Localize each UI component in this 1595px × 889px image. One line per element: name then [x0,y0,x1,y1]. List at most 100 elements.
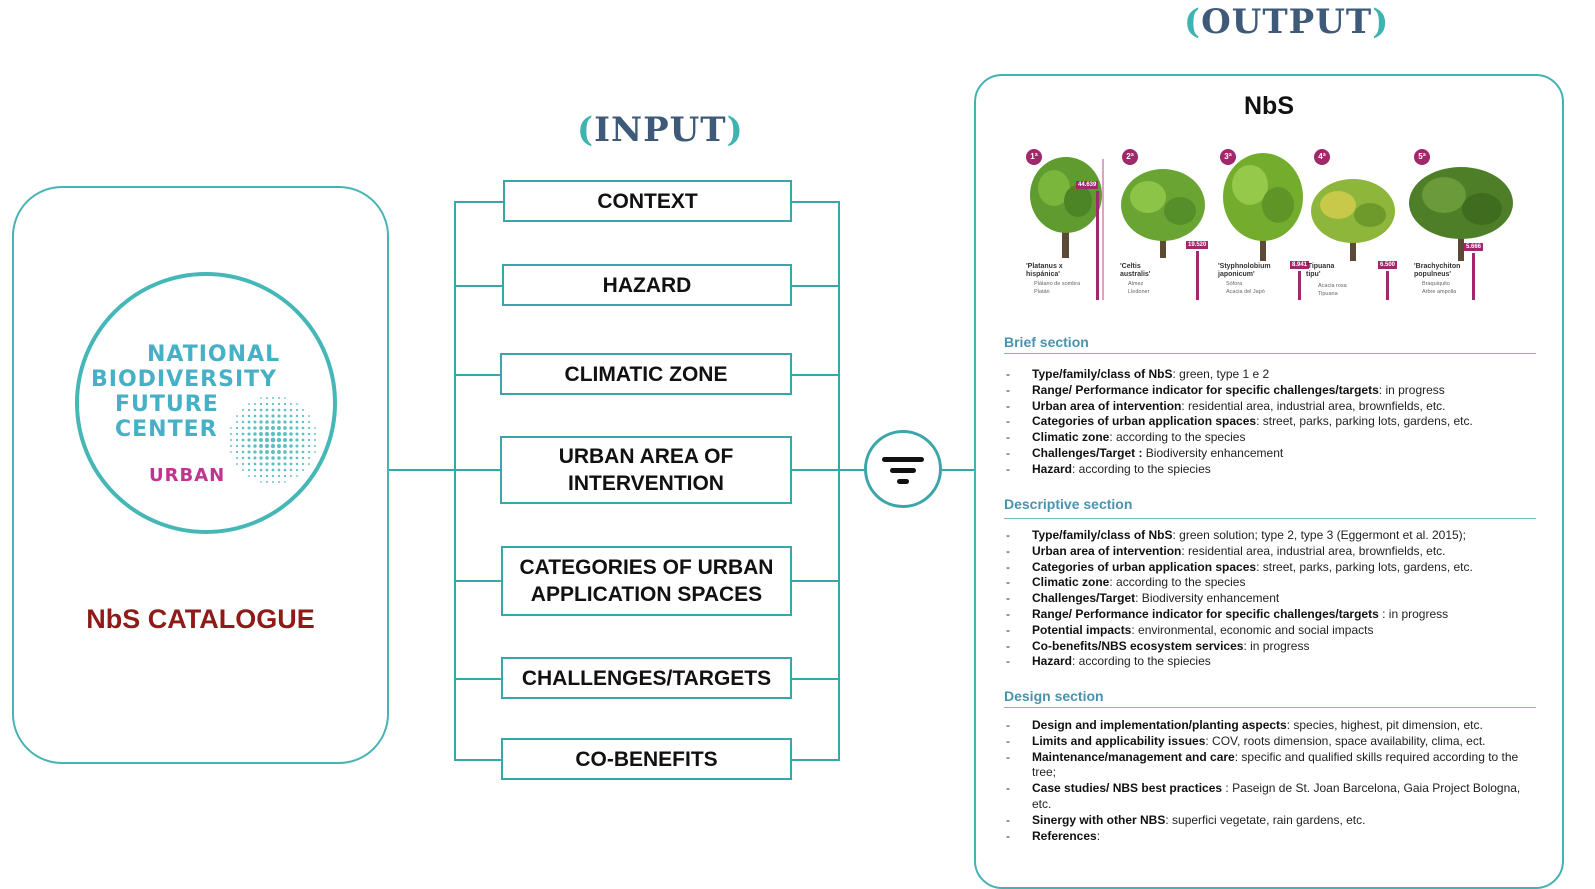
globe-dot [301,426,305,430]
globe-dot [301,456,305,460]
globe-dot [241,426,245,430]
globe-dot [283,450,287,454]
globe-dot [314,445,316,447]
tree-rank-badge: 1ª [1026,149,1042,165]
tree-local-name: Platán [1034,289,1050,295]
globe-dot [253,438,257,442]
tree-name: 'Platanus x hispánica' [1026,263,1063,278]
globe-dot [277,456,281,460]
globe-dot [247,450,251,454]
globe-dot [264,437,270,443]
globe-dot [307,432,311,436]
tree-common-name: Almez [1128,281,1144,287]
globe-dot [308,463,310,465]
filter-node [864,430,942,508]
globe-dot [253,474,257,478]
globe-dot [276,431,282,437]
tree-image [1311,179,1395,261]
globe-dot [278,397,280,399]
globe-dot [259,474,263,478]
globe-dot [277,426,281,430]
globe-dot [264,431,270,437]
section-rule [1004,353,1536,354]
globe-dot [241,450,245,454]
globe-dot [295,426,299,430]
globe-dot [289,408,293,412]
tree-common-name: Acacia rosa [1318,283,1347,289]
globe-dot [289,468,293,472]
catalogue-panel [12,186,389,764]
globe-dot [295,420,299,424]
branch-left [454,285,504,287]
globe-dot [295,456,299,460]
globe-dot [295,432,299,436]
globe-dot [247,420,251,424]
connector-to-output [940,469,976,471]
globe-dot [253,468,257,472]
logo-line-biodiversity: BIODIVERSITY [91,367,278,392]
globe-dot [247,456,251,460]
logo-line-national: NATIONAL [147,342,281,367]
globe-dot [289,450,293,454]
tree-image [1030,157,1102,258]
globe-dot [253,462,257,466]
globe-dot [265,408,269,412]
globe-dot [259,444,263,448]
connector-to-filter [838,469,866,471]
globe-dot [260,397,262,399]
tree-local-name: Acacia del Japó [1226,289,1265,295]
globe-dot [265,426,269,430]
branch-left [454,201,504,203]
tree-card: 5ª 5.666 'Brachychiton populneus' Braqui… [1409,145,1520,310]
globe-dot [271,468,275,472]
globe-dot [301,462,305,466]
globe-dot [235,432,239,436]
globe-dot [307,426,311,430]
globe-dot [270,443,276,449]
tree-value: 5.666 [1464,243,1484,251]
globe-dot [253,450,257,454]
globe-dot [241,432,245,436]
tree-card: 3ª 8.941 'Styphnolobium japonicum' Sófor… [1216,145,1316,310]
list-item: Potential impacts: environmental, econom… [1004,623,1536,639]
globe-dot [247,438,251,442]
globe-dot [301,414,305,418]
globe-dot [248,403,250,405]
tree-bar [1298,271,1301,300]
globe-dot [270,431,276,437]
design-section-list: Design and implementation/planting aspec… [1004,718,1536,844]
list-item: Maintenance/management and care: specifi… [1004,750,1536,782]
globe-dot [230,433,232,435]
globe-dot [295,414,299,418]
globe-dot [259,420,263,424]
globe-dot [265,456,269,460]
tree-local-name: Arbre ampolla [1422,289,1457,295]
tree-bar [1096,191,1099,300]
globe-dot [265,462,269,466]
globe-dot [283,456,287,460]
tree-bar [1196,251,1199,300]
globe-dot [308,415,310,417]
tree-common-name: Sófora [1226,281,1243,287]
branch-left [454,469,504,471]
tree-local-name: Tipuana [1318,291,1338,297]
globe-dot [253,456,257,460]
tree-rank-badge: 2ª [1122,149,1138,165]
tree-image [1121,169,1205,258]
globe-dot [271,462,275,466]
globe-dot [283,408,287,412]
globe-dot [289,462,293,466]
list-item: Challenges/Target: Biodiversity enhancem… [1004,591,1536,607]
descriptive-section-list: Type/family/class of NbS: green solution… [1004,528,1536,670]
globe-dot [253,426,257,430]
globe-dot [247,462,251,466]
globe-dot [314,433,316,435]
connector-left-spine [454,201,456,759]
input-hazard: HAZARD [502,264,792,306]
globe-dot [278,481,280,483]
tree-name: 'Celtis australis' [1120,263,1151,278]
globe-dot [235,438,239,442]
tree-card: 1ª 44.639 'Platanus x hispánica' Plátano… [1020,145,1120,310]
globe-dot [295,462,299,466]
section-title-design: Design section [1004,688,1104,704]
